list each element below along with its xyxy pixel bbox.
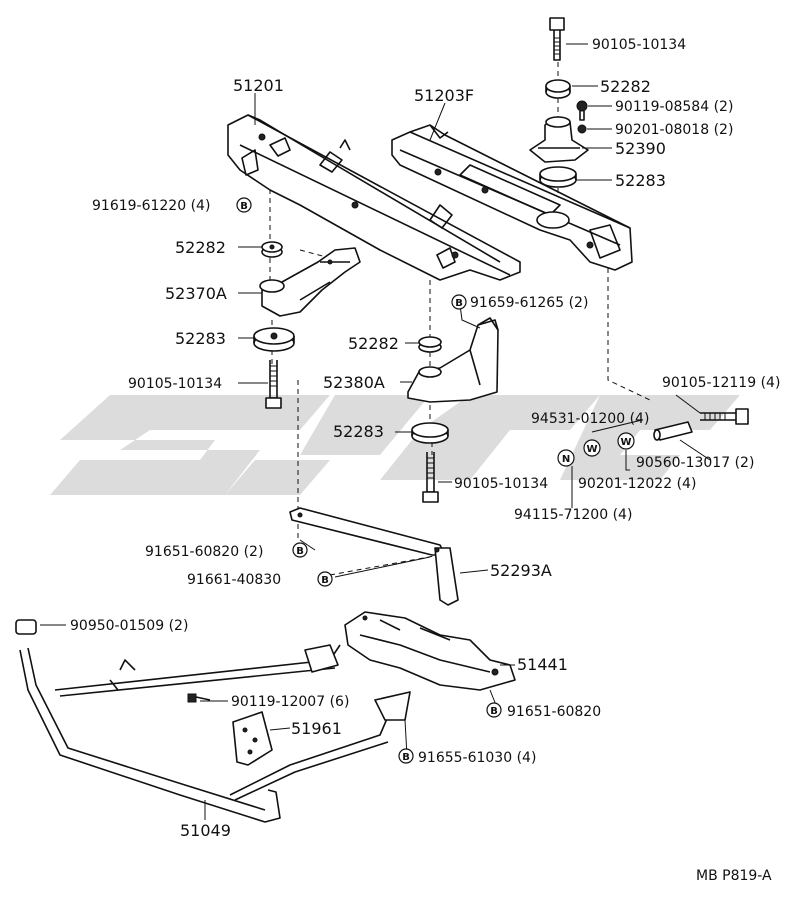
collar-90560 — [653, 421, 693, 441]
label-52282-left: 52282 — [175, 238, 226, 257]
bushing-52282-top — [545, 79, 571, 99]
mount-bracket-52380A — [407, 317, 499, 403]
label-52282-top: 52282 — [600, 77, 651, 96]
badge-b-91661: B — [317, 571, 333, 587]
bolt-right-horizontal — [700, 408, 749, 425]
label-51203F: 51203F — [414, 86, 474, 105]
label-w-90560: 90560-13017 (2) — [636, 455, 754, 471]
svg-text:W: W — [586, 444, 597, 455]
label-52390: 52390 — [615, 139, 666, 158]
svg-text:B: B — [296, 546, 304, 557]
assembly-lines — [269, 62, 651, 576]
label-bolt-top: 90105-10134 — [592, 37, 686, 53]
label-51201: 51201 — [233, 76, 284, 95]
label-n-94115: 94115-71200 (4) — [514, 507, 632, 523]
label-52380A: 52380A — [323, 373, 385, 392]
label-51049: 51049 — [180, 821, 231, 840]
label-w-90201: 90201-12022 (4) — [578, 476, 696, 492]
mount-bracket-52370A — [259, 247, 361, 317]
badge-w-90201: W — [617, 432, 635, 450]
label-cap-90950: 90950-01509 (2) — [70, 618, 188, 634]
label-b-91655: 91655-61030 (4) — [418, 750, 536, 766]
bushing-52283-mid — [411, 422, 449, 444]
svg-text:W: W — [620, 437, 631, 448]
badge-w-94531: W — [583, 439, 601, 457]
svg-text:N: N — [562, 454, 570, 465]
svg-text:B: B — [402, 752, 410, 763]
svg-text:B: B — [321, 575, 329, 586]
crossmember-51201 — [227, 114, 521, 281]
bracket-51961 — [232, 711, 273, 766]
badge-b-91619: B — [236, 197, 252, 213]
badge-b-91651b: B — [486, 702, 502, 718]
svg-text:B: B — [240, 201, 248, 212]
label-52370A: 52370A — [165, 284, 227, 303]
label-bolt-small: 90119-08584 (2) — [615, 99, 733, 115]
bolt-mid — [422, 452, 439, 503]
badge-b-91655: B — [398, 748, 414, 764]
label-washer-small: 90201-08018 (2) — [615, 122, 733, 138]
label-w-94531: 94531-01200 (4) — [531, 411, 649, 427]
diagram-code: MB P819-A — [696, 868, 772, 884]
label-bolt-mid: 90105-10134 — [454, 476, 548, 492]
bushing-52283-left — [253, 327, 295, 352]
label-bolt-left: 90105-10134 — [128, 376, 222, 392]
svg-text:B: B — [455, 298, 463, 309]
bolt-top — [549, 17, 565, 61]
label-bolt-b-left: 91619-61220 (4) — [92, 198, 210, 214]
bushing-52283-top — [539, 166, 577, 188]
label-51441: 51441 — [517, 655, 568, 674]
skid-plate-51441 — [344, 611, 516, 691]
small-bolt-and-washer — [576, 100, 588, 134]
engine-mount-52390 — [529, 116, 589, 163]
torque-rod-52293A — [289, 507, 459, 606]
label-51961: 51961 — [291, 719, 342, 738]
badge-n-94115: N — [557, 449, 575, 467]
label-bolt-90119: 90119-12007 (6) — [231, 694, 349, 710]
crossmember-51203F — [391, 124, 633, 271]
label-b-91651a: 91651-60820 (2) — [145, 544, 263, 560]
bolt-90119-12007 — [187, 693, 211, 703]
badge-b-91651a: B — [292, 542, 308, 558]
subframe-51049 — [15, 619, 411, 823]
label-52283-left: 52283 — [175, 329, 226, 348]
label-b-91661: 91661-40830 — [187, 572, 281, 588]
watermark-logo — [50, 395, 740, 495]
bushing-52282-left — [261, 241, 283, 258]
svg-text:B: B — [490, 706, 498, 717]
label-52282-mid: 52282 — [348, 334, 399, 353]
part-labels: 51201 51203F 90105-10134 52282 90119-085… — [70, 37, 780, 884]
leader-lines — [40, 43, 711, 820]
label-52293A: 52293A — [490, 561, 552, 580]
label-bolt-right: 90105-12119 (4) — [662, 375, 780, 391]
badge-b-91659: B — [451, 294, 467, 310]
bushing-52282-mid — [418, 336, 442, 353]
label-b-91651b: 91651-60820 — [507, 704, 601, 720]
label-bolt-b-mid: 91659-61265 (2) — [470, 295, 588, 311]
label-52283-mid: 52283 — [333, 422, 384, 441]
label-52283-top: 52283 — [615, 171, 666, 190]
bolt-left — [265, 360, 282, 409]
